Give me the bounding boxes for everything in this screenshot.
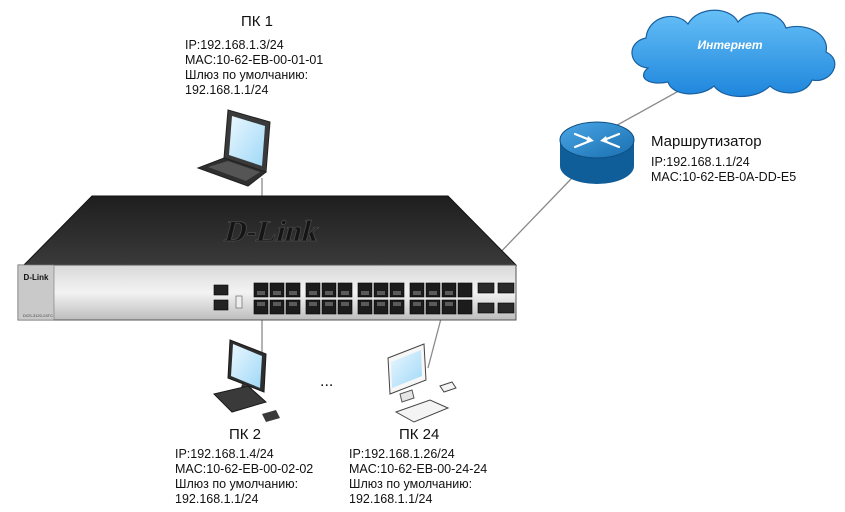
router-ip: IP:192.168.1.1/24 <box>651 155 750 169</box>
router-icon <box>559 121 635 184</box>
switch-port-grid <box>213 282 515 315</box>
pc24-ip: IP:192.168.1.26/24 <box>349 447 455 461</box>
ethernet-port-latch <box>413 302 421 306</box>
router-mac: MAC:10-62-EB-0A-DD-E5 <box>651 170 797 184</box>
sfp-port <box>477 282 495 294</box>
pc1-ip: IP:192.168.1.3/24 <box>185 38 284 52</box>
pc24-title: ПК 24 <box>399 426 440 443</box>
ethernet-port-latch <box>413 291 421 295</box>
sfp-port <box>497 282 515 294</box>
switch-side-bar <box>17 264 55 321</box>
ethernet-port-latch <box>429 291 437 295</box>
sfp-port <box>497 302 515 314</box>
ethernet-port-latch <box>325 291 333 295</box>
pc24-mac: MAC:10-62-EB-00-24-24 <box>349 462 488 476</box>
ethernet-port-latch <box>273 291 281 295</box>
sfp-port <box>477 302 495 314</box>
ethernet-port-latch <box>289 302 297 306</box>
ethernet-port-latch <box>309 291 317 295</box>
console-port <box>213 299 229 311</box>
ethernet-port-latch <box>341 291 349 295</box>
pc2-title: ПК 2 <box>229 426 262 443</box>
pc1-title: ПК 1 <box>241 13 274 30</box>
ethernet-port-latch <box>273 302 281 306</box>
ethernet-port-latch <box>377 291 385 295</box>
router-title: Маршрутизатор <box>651 133 762 150</box>
usb-port <box>235 295 243 309</box>
ethernet-port-latch <box>257 291 265 295</box>
switch-model: DGS-3120-24TC <box>23 313 53 318</box>
desktop-pc-icon <box>387 343 457 423</box>
ethernet-port-latch <box>445 291 453 295</box>
switch-device: D-Link D-Link DGS-3120-24TC <box>17 195 518 321</box>
ethernet-port-latch <box>257 302 265 306</box>
ethernet-port-latch <box>289 291 297 295</box>
console-port <box>213 284 229 296</box>
ethernet-port-latch <box>445 302 453 306</box>
switch-top-brand: D-Link <box>222 214 324 247</box>
pc2-ip: IP:192.168.1.4/24 <box>175 447 274 461</box>
internet-cloud-icon <box>631 9 836 97</box>
pc24-gateway-label: Шлюз по умолчанию: <box>349 477 473 491</box>
pc2-mac: MAC:10-62-EB-00-02-02 <box>175 462 314 476</box>
combo-port <box>457 299 473 315</box>
ellipsis-text: ... <box>320 373 333 390</box>
ethernet-port-latch <box>361 291 369 295</box>
combo-port <box>457 282 473 298</box>
switch-front-logo: D-Link <box>24 273 49 282</box>
ethernet-port-latch <box>393 302 401 306</box>
ethernet-port-latch <box>309 302 317 306</box>
pc1-mac: MAC:10-62-EB-00-01-01 <box>185 53 324 67</box>
ethernet-port-latch <box>393 291 401 295</box>
pc1-gateway: 192.168.1.1/24 <box>185 83 269 97</box>
ethernet-port-latch <box>377 302 385 306</box>
ethernet-port-latch <box>429 302 437 306</box>
ethernet-port-latch <box>361 302 369 306</box>
pc24-gateway: 192.168.1.1/24 <box>349 492 433 506</box>
pc2-gateway: 192.168.1.1/24 <box>175 492 259 506</box>
internet-label: Интернет <box>698 38 763 52</box>
pc1-gateway-label: Шлюз по умолчанию: <box>185 68 309 82</box>
laptop-icon <box>196 109 271 187</box>
desktop-pc-icon <box>213 339 280 422</box>
pc2-gateway-label: Шлюз по умолчанию: <box>175 477 299 491</box>
ethernet-port-latch <box>341 302 349 306</box>
ethernet-port-latch <box>325 302 333 306</box>
